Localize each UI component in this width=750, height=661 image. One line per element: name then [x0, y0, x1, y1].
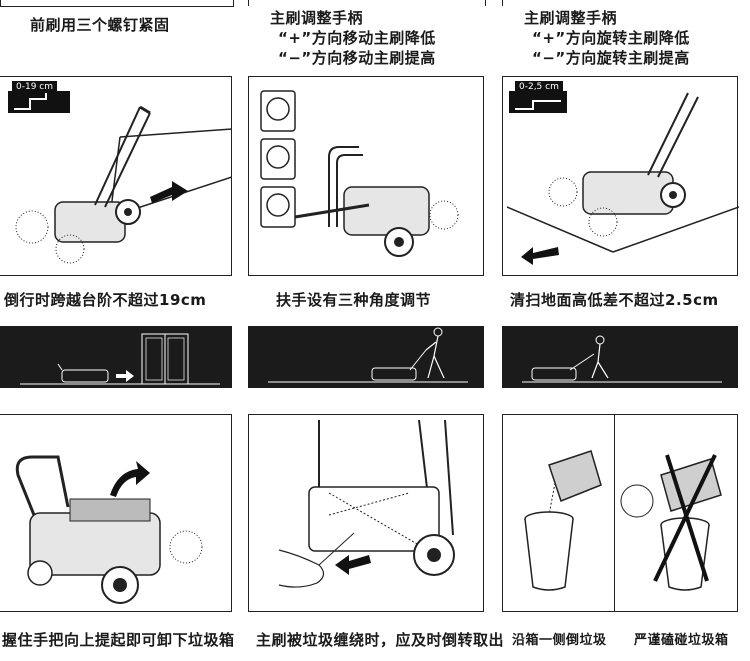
top-panel-left-edge — [0, 0, 234, 7]
caption-floor-limit: 清扫地面高低差不超过2.5cm — [510, 291, 719, 309]
panel-floor-difference: 0-2,5 cm — [502, 76, 739, 276]
caption-handle-angles: 扶手设有三种角度调节 — [276, 291, 432, 309]
caption-step-limit: 倒行时跨越台阶不超过19cm — [4, 291, 207, 309]
bin-icon — [524, 450, 602, 591]
panel-handle-angles — [248, 76, 484, 276]
arrow-icon — [110, 461, 150, 497]
panel-empty-bin — [502, 414, 614, 612]
sweeper-illustration — [506, 91, 739, 265]
panel-untangle-brush — [248, 414, 484, 612]
step-height-badge: 0-19 cm — [12, 81, 58, 93]
bin-icon — [620, 454, 722, 591]
caption-line: “−”方向旋转主刷提高 — [532, 49, 690, 67]
walking-person-icon — [268, 327, 468, 383]
caption-line: “+”方向旋转主刷降低 — [532, 29, 690, 47]
sweeper-illustration — [260, 90, 459, 257]
caption-main-brush-rotate: 主刷调整手柄 “+”方向旋转主刷降低 “−”方向旋转主刷提高 — [524, 8, 690, 68]
caption-untangle-brush: 主刷被垃圾缠绕时，应及时倒转取出 — [256, 631, 505, 649]
caption-main-brush-handle: 主刷调整手柄 “+”方向移动主刷降低 “−”方向移动主刷提高 — [270, 8, 436, 68]
sweeper-illustration — [15, 455, 203, 604]
caption-line: 主刷调整手柄 — [524, 9, 618, 27]
top-panel-right-edge — [502, 0, 739, 6]
sweeper-illustration — [8, 91, 232, 264]
arrow-icon — [335, 555, 371, 575]
sweeper-illustration — [278, 419, 455, 588]
top-panel-mid-edge — [248, 0, 486, 6]
caption-line: “−”方向移动主刷提高 — [278, 49, 436, 67]
caption-front-brush-screws: 前刷用三个螺钉紧固 — [30, 16, 170, 34]
panel-no-knocking — [614, 414, 738, 612]
caption-line: 主刷调整手柄 — [270, 9, 364, 27]
caption-line: “+”方向移动主刷降低 — [278, 29, 436, 47]
panel-remove-bin — [0, 414, 232, 612]
cross-icon — [653, 454, 717, 582]
door-icon — [20, 333, 220, 385]
panel-step-height: 0-19 cm — [0, 76, 232, 276]
panel-push-walk-right — [502, 326, 738, 388]
floor-difference-badge: 0-2,5 cm — [515, 81, 563, 93]
caption-no-knocking: 严谨磕碰垃圾箱 — [634, 633, 729, 648]
panel-storage-door — [0, 326, 232, 388]
caption-remove-bin: 握住手把向上提起即可卸下垃圾箱 — [2, 631, 235, 649]
caption-empty-bin: 沿箱一侧倒垃圾 — [512, 633, 607, 648]
walking-person-icon — [522, 335, 722, 383]
panel-push-walk — [248, 326, 484, 388]
